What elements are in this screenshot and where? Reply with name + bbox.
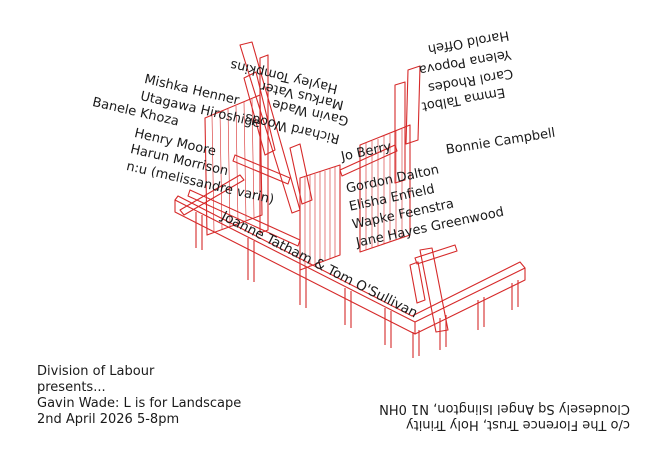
diagonal-post — [239, 41, 301, 214]
presents-line: presents... — [37, 380, 106, 395]
middle-panel — [299, 164, 341, 271]
organiser-line: Division of Labour — [37, 364, 155, 379]
left-panel — [204, 94, 263, 236]
venue-line-2: Cloudesely Sq Angel Islington, N1 0HN — [379, 401, 630, 416]
event-info: Division of Labour presents... Gavin Wad… — [37, 364, 241, 428]
platform-beam-side — [174, 200, 416, 335]
event-date: 2nd April 2026 5-8pm — [37, 412, 180, 427]
venue-address: c/o The Florence Trust, Holy Trinity Clo… — [368, 398, 630, 432]
right-panel — [359, 124, 411, 253]
exhibition-title: Gavin Wade: L is for Landscape — [37, 396, 242, 411]
venue-line-1: c/o The Florence Trust, Holy Trinity — [405, 417, 630, 432]
